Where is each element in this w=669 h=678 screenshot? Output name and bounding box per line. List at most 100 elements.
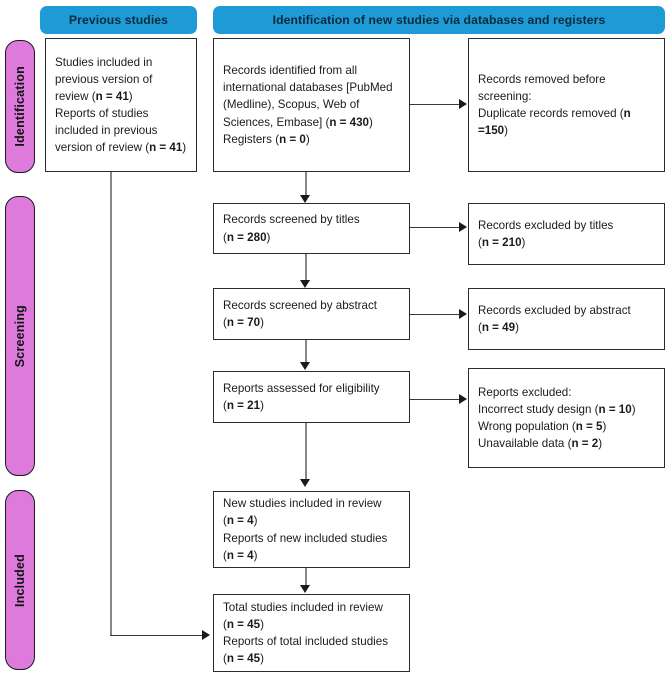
excluded-titles-n: n = 210 (481, 236, 522, 249)
box-screened-abstract-text: Records screened by abstract (n = 70) (223, 297, 377, 331)
arrow-new-to-total-included (300, 585, 310, 593)
header-previous-studies: Previous studies (40, 6, 197, 34)
new-included-n2: n = 4 (226, 548, 254, 562)
phase-bar-screening: Screening (5, 196, 35, 476)
prev-line3: review ( (55, 89, 96, 103)
excluded-abstract-text-b: ) (515, 321, 519, 334)
connector-screened-to-excluded-titles (410, 227, 460, 229)
assessed-eligibility-text-a: Reports assessed for eligibility ( (223, 381, 380, 412)
screened-titles-text-a: Records screened by titles ( (223, 213, 360, 244)
excluded-titles-text-a: Records excluded by titles ( (478, 218, 614, 249)
records-identified-text-b: ) Registers ( (223, 115, 373, 146)
phase-bar-included: Included (5, 490, 35, 670)
total-included-n1: n = 45 (226, 617, 261, 631)
connector-new-to-total-included (305, 568, 307, 587)
phase-bar-identification-label: Identification (13, 66, 27, 147)
prev-line1: Studies included in (55, 55, 153, 69)
prev-line6: version of review ( (55, 141, 150, 155)
arrow-eligibility-to-new-included (300, 479, 310, 487)
phase-bar-identification: Identification (5, 40, 35, 173)
arrow-screened-to-excluded-titles (459, 222, 467, 232)
records-removed-text-b: ) (504, 124, 508, 138)
excluded-abstract-n: n = 49 (481, 321, 516, 334)
new-included-n1: n = 4 (226, 514, 254, 528)
arrow-previous-studies-to-total-included (202, 630, 210, 640)
prev-line4: Reports of studies (55, 107, 149, 120)
new-included-text-a: New studies included in review ( (223, 497, 382, 528)
screened-abstract-text-a: Records screened by abstract ( (223, 298, 378, 329)
total-included-text-b: ) Reports of total included studies ( (223, 617, 388, 666)
screened-abstract-n: n = 70 (226, 316, 261, 329)
phase-bar-included-label: Included (13, 553, 27, 607)
box-screened-titles-text: Records screened by titles (n = 280) (223, 211, 360, 245)
screened-abstract-text-b: ) (260, 316, 264, 329)
box-previous-studies-included: Studies included in previous version of re… (45, 38, 197, 172)
connector-eligibility-to-excluded (410, 399, 460, 401)
box-total-studies-included: Total studies included in review (n = 45… (213, 594, 410, 672)
total-included-n2: n = 45 (226, 652, 261, 666)
connector-previous-studies-vertical (110, 172, 112, 636)
prev-n1: n = 41 (95, 89, 129, 103)
records-removed-n-duplicates: n =150 (478, 107, 631, 138)
phase-bar-screening-label: Screening (13, 304, 27, 368)
header-identification-new-studies: Identification of new studies via databa… (213, 6, 665, 34)
reports-excluded-n-design: n = 10 (598, 402, 632, 416)
reports-excluded-text-d: ) (598, 437, 603, 451)
connector-identified-to-screened-titles (305, 172, 307, 196)
new-included-text-b: ) Reports of new included studies ( (223, 514, 388, 562)
new-included-text-c: ) (253, 548, 258, 562)
box-excluded-abstract-text: Records excluded by abstract (n = 49) (478, 302, 631, 336)
reports-excluded-n-population: n = 5 (575, 420, 603, 433)
assessed-eligibility-text-b: ) (260, 399, 264, 412)
reports-excluded-text-a: Reports excluded: Incorrect study design… (478, 385, 599, 416)
connector-identified-to-removed (410, 104, 460, 106)
connector-screened-to-excluded-abstract (410, 314, 460, 316)
box-assessed-eligibility: Reports assessed for eligibility (n = 21… (213, 371, 410, 423)
total-included-text-a: Total studies included in review ( (223, 600, 383, 631)
records-identified-text-c: ) (305, 132, 310, 146)
prev-line2: previous version of (55, 72, 153, 86)
reports-excluded-text-c: ) Unavailable data ( (478, 420, 607, 451)
arrow-identified-to-screened-titles (300, 195, 310, 203)
records-identified-n-records: n = 430 (329, 115, 369, 129)
prev-line5: included in previous (55, 124, 158, 138)
arrow-identified-to-removed (459, 99, 467, 109)
header-previous-studies-label: Previous studies (68, 13, 169, 27)
box-reports-excluded: Reports excluded: Incorrect study design… (468, 368, 665, 468)
box-records-removed: Records removed before screening: Duplic… (468, 38, 665, 172)
box-reports-excluded-text: Reports excluded: Incorrect study design… (478, 384, 636, 452)
arrow-titles-to-abstract (300, 280, 310, 288)
box-excluded-titles-text: Records excluded by titles (n = 210) (478, 217, 613, 251)
box-records-identified-text: Records identified from all internationa… (223, 62, 393, 147)
records-identified-n-registers: n = 0 (279, 132, 306, 146)
connector-previous-studies-horizontal (110, 635, 203, 637)
reports-excluded-text-b: ) Wrong population ( (478, 402, 636, 433)
connector-abstract-to-eligibility (305, 340, 307, 366)
connector-titles-to-abstract (305, 254, 307, 282)
header-identification-new-studies-label: Identification of new studies via databa… (272, 13, 606, 27)
arrow-screened-to-excluded-abstract (459, 309, 467, 319)
excluded-titles-text-b: ) (521, 236, 526, 249)
records-identified-text-a: Records identified from all internationa… (223, 64, 393, 129)
arrow-abstract-to-eligibility (300, 362, 310, 370)
box-total-studies-included-text: Total studies included in review (n = 45… (223, 599, 388, 667)
reports-excluded-n-data: n = 2 (571, 437, 599, 451)
box-excluded-titles: Records excluded by titles (n = 210) (468, 203, 665, 265)
box-new-studies-included: New studies included in review (n = 4) R… (213, 491, 410, 568)
box-previous-studies-included-text: Studies included in previous version of re… (55, 55, 187, 155)
box-screened-abstract: Records screened by abstract (n = 70) (213, 288, 410, 340)
box-assessed-eligibility-text: Reports assessed for eligibility (n = 21… (223, 380, 380, 414)
excluded-abstract-text-a: Records excluded by abstract ( (478, 303, 631, 334)
total-included-text-c: ) (260, 652, 264, 666)
box-excluded-abstract: Records excluded by abstract (n = 49) (468, 288, 665, 350)
box-records-removed-text: Records removed before screening: Duplic… (478, 71, 631, 139)
box-new-studies-included-text: New studies included in review (n = 4) R… (223, 495, 387, 563)
screened-titles-n: n = 280 (226, 230, 267, 244)
box-records-identified: Records identified from all internationa… (213, 38, 410, 172)
records-removed-text-a: Records removed before screening: Duplic… (478, 72, 624, 120)
connector-eligibility-to-new-included (305, 423, 307, 480)
assessed-eligibility-n: n = 21 (226, 399, 261, 412)
box-screened-titles: Records screened by titles (n = 280) (213, 203, 410, 254)
prev-n2: n = 41 (149, 141, 183, 155)
